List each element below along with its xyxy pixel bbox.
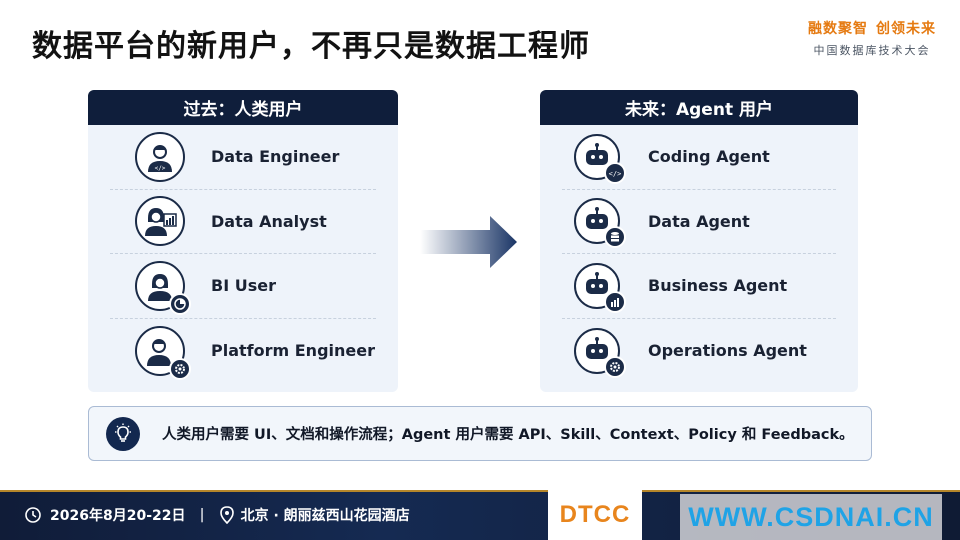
bi-user-icon bbox=[135, 260, 191, 315]
list-item-platform-engineer: Platform Engineer bbox=[110, 319, 376, 384]
clock-icon bbox=[25, 507, 41, 523]
brand-block: 融数聚智创领未来 中国数据库技术大会 bbox=[808, 18, 936, 58]
brand-slogan: 融数聚智创领未来 bbox=[808, 18, 936, 38]
slogan-part-2: 创领未来 bbox=[876, 21, 936, 37]
location-pin-icon bbox=[219, 506, 234, 524]
list-item-business-agent: Business Agent bbox=[562, 254, 836, 319]
robot-chart-icon bbox=[574, 262, 626, 313]
slogan-part-1: 融数聚智 bbox=[808, 21, 868, 37]
item-label: Operations Agent bbox=[648, 341, 807, 361]
summary-note: 人类用户需要 UI、文档和操作流程；Agent 用户需要 API、Skill、C… bbox=[88, 406, 872, 461]
event-date: 2026年8月20-22日 bbox=[50, 508, 186, 524]
list-item-data-agent: Data Agent bbox=[562, 190, 836, 254]
future-users-panel: 未来：Agent 用户 </> Coding Agent Data Agent … bbox=[540, 90, 858, 392]
item-label: BI User bbox=[211, 276, 276, 296]
robot-gear-icon bbox=[574, 327, 626, 378]
dtcc-logo: DTCC bbox=[548, 490, 642, 540]
past-users-header: 过去：人类用户 bbox=[88, 90, 398, 125]
dtcc-logo-text: DTCC bbox=[559, 501, 631, 528]
robot-database-icon bbox=[574, 198, 626, 249]
item-label: Data Agent bbox=[648, 211, 750, 231]
event-location: 北京 · 朗丽兹西山花园酒店 bbox=[240, 508, 410, 524]
watermark-text: WWW.CSDNAI.CN bbox=[688, 501, 934, 532]
future-users-header: 未来：Agent 用户 bbox=[540, 90, 858, 125]
list-item-data-engineer: </> Data Engineer bbox=[110, 125, 376, 190]
list-item-bi-user: BI User bbox=[110, 254, 376, 319]
lightbulb-icon bbox=[106, 416, 140, 451]
engineer-icon: </> bbox=[135, 131, 185, 182]
past-users-panel: 过去：人类用户 </> Data Engineer bbox=[88, 90, 398, 392]
code-icon: </> bbox=[604, 161, 626, 184]
page-title: 数据平台的新用户，不再只是数据工程师 bbox=[32, 29, 590, 64]
conference-name: 中国数据库技术大会 bbox=[813, 44, 931, 57]
robot-code-icon: </> bbox=[574, 133, 626, 184]
gear-icon bbox=[169, 357, 191, 380]
list-item-coding-agent: </> Coding Agent bbox=[562, 125, 836, 190]
list-item-data-analyst: Data Analyst bbox=[110, 190, 376, 254]
footer-stripe bbox=[0, 490, 960, 492]
bar-chart-icon bbox=[604, 290, 626, 313]
list-item-operations-agent: Operations Agent bbox=[562, 319, 836, 384]
pie-chart-icon bbox=[169, 292, 191, 315]
item-label: Coding Agent bbox=[648, 147, 770, 167]
transition-arrow-icon bbox=[420, 216, 517, 268]
svg-text:</>: </> bbox=[609, 170, 622, 178]
item-label: Platform Engineer bbox=[211, 341, 375, 361]
note-text: 人类用户需要 UI、文档和操作流程；Agent 用户需要 API、Skill、C… bbox=[162, 427, 854, 443]
event-info: 2026年8月20-22日 | 北京 · 朗丽兹西山花园酒店 bbox=[24, 490, 410, 540]
info-separator: | bbox=[199, 507, 205, 523]
watermark: WWW.CSDNAI.CN bbox=[680, 494, 942, 540]
svg-text:</>: </> bbox=[155, 165, 166, 172]
item-label: Business Agent bbox=[648, 276, 788, 296]
item-label: Data Analyst bbox=[211, 211, 327, 231]
item-label: Data Engineer bbox=[211, 147, 340, 167]
database-icon bbox=[604, 226, 626, 249]
platform-engineer-icon bbox=[135, 325, 191, 380]
analyst-icon bbox=[135, 196, 185, 247]
gear-icon bbox=[604, 355, 626, 378]
